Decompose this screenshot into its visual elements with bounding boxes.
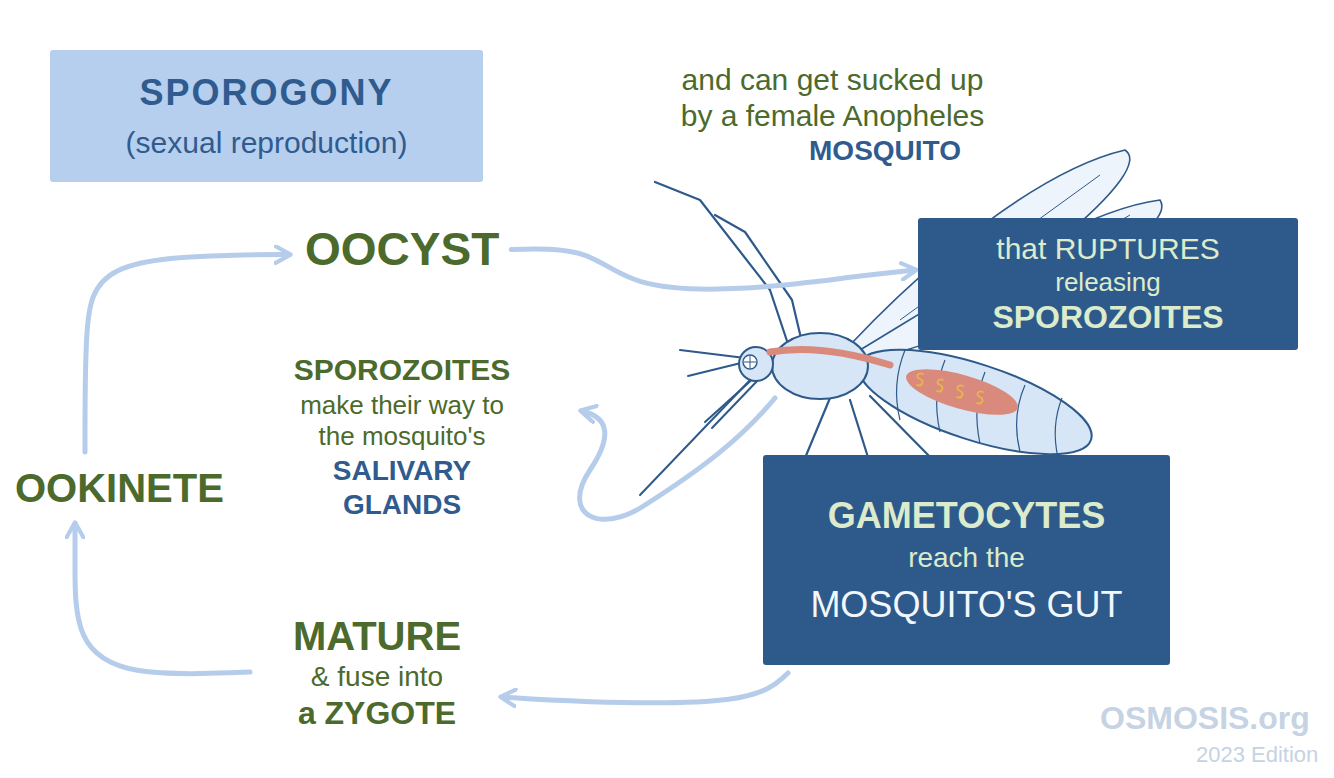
process-box: GAMETOCYTES reach theMOSQUITO'S GUT xyxy=(763,455,1170,665)
step-text: reach the xyxy=(908,541,1025,575)
stage-name: SPOROZOITES xyxy=(294,352,511,388)
step-note: MATURE& fuse intoa ZYGOTE xyxy=(262,612,492,732)
step-note: and can get sucked up by a female Anophe… xyxy=(665,62,1000,168)
mosquito-gut xyxy=(770,349,1022,424)
cycle-arrow xyxy=(85,255,289,452)
sporozoite-path-arrow xyxy=(580,398,775,519)
stage-name: OOKINETE xyxy=(15,464,224,512)
stage-name: GAMETOCYTES xyxy=(828,494,1105,537)
step-text: releasing xyxy=(1055,267,1161,298)
step-text: MATURE xyxy=(293,612,461,660)
step-text: and can get sucked up by a female Anophe… xyxy=(665,62,1000,134)
stage-label: OOKINETE xyxy=(15,464,224,512)
stage-name: SPOROZOITES xyxy=(992,298,1223,336)
host-name: MOSQUITO xyxy=(704,134,961,168)
watermark: 2023 Edition xyxy=(1196,742,1318,768)
stage-subtitle: (sexual reproduction) xyxy=(126,125,408,161)
mosquito-body xyxy=(739,328,1103,476)
stage-name: a ZYGOTE xyxy=(298,694,456,732)
step-text: & fuse into xyxy=(311,660,443,694)
step-note: SPOROZOITESmake their way to the mosquit… xyxy=(262,352,542,522)
organ-name: MOSQUITO'S GUT xyxy=(810,583,1122,626)
stage-label: OOCYST xyxy=(305,222,499,277)
stage-name: SPOROGONY xyxy=(139,71,393,114)
stage-title-box: SPOROGONY (sexual reproduction) xyxy=(50,50,483,182)
process-box: that RUPTURESreleasingSPOROZOITES xyxy=(918,218,1298,350)
step-text: that RUPTURES xyxy=(996,231,1219,267)
watermark: OSMOSIS.org xyxy=(1100,700,1310,737)
cycle-arrow xyxy=(502,673,788,703)
organ-name: SALIVARY GLANDS xyxy=(302,454,502,521)
abdomen-segments xyxy=(897,350,1062,458)
cycle-arrow xyxy=(511,249,915,289)
step-text: make their way to the mosquito's xyxy=(282,390,522,452)
stage-name: OOCYST xyxy=(305,222,499,277)
cycle-arrow xyxy=(75,524,250,674)
